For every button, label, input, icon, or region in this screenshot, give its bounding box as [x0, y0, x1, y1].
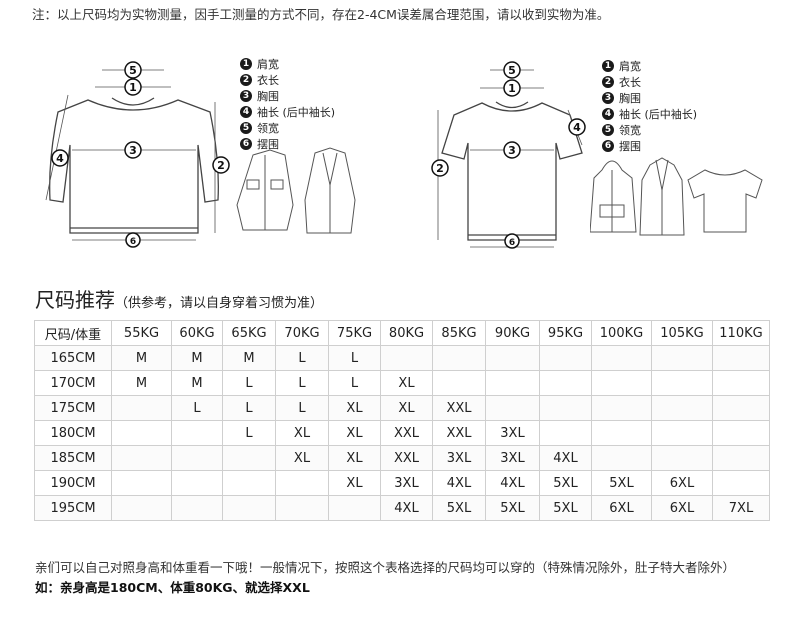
sweater-measurement-diagram: 5 1 3 2 4 6	[45, 61, 230, 248]
size-recommendation-table: 尺码/体重 55KG 60KG 65KG 70KG 75KG 80KG 85KG…	[34, 320, 770, 521]
svg-text:3: 3	[508, 144, 516, 157]
header-cell: 105KG	[651, 320, 713, 346]
measurement-note: 注：以上尺码均为实物测量，因手工测量的方式不同，存在2-4CM误差属合理范围，请…	[32, 7, 610, 22]
header-cell: 110KG	[712, 320, 770, 346]
header-cell: 70KG	[275, 320, 329, 346]
header-cell: 75KG	[328, 320, 381, 346]
header-cell: 80KG	[380, 320, 433, 346]
header-cell: 85KG	[432, 320, 486, 346]
svg-text:3: 3	[129, 144, 137, 157]
tshirt-measurement-diagram: 5 1 3 2 4 6	[431, 61, 586, 249]
header-cell: 55KG	[111, 320, 172, 346]
size-recommendation-title: 尺码推荐（供参考，请以自身穿着习惯为准）	[35, 284, 323, 313]
svg-text:4: 4	[573, 121, 581, 134]
svg-text:5: 5	[508, 64, 516, 77]
svg-text:4: 4	[56, 152, 64, 165]
svg-text:5: 5	[129, 64, 137, 77]
footer-example: 如：亲身高是180CM、体重80KG、就选择XXL	[35, 580, 310, 595]
header-cell: 60KG	[171, 320, 223, 346]
jacket-illustrations	[236, 147, 356, 234]
hoodie-cardigan-tee-illustrations	[590, 157, 763, 236]
header-cell: 100KG	[591, 320, 652, 346]
header-cell: 90KG	[485, 320, 540, 346]
table-header-row: 尺码/体重 55KG 60KG 65KG 70KG 75KG 80KG 85KG…	[34, 320, 770, 346]
title-main: 尺码推荐	[35, 288, 115, 312]
svg-text:6: 6	[509, 238, 515, 248]
title-sub: （供参考，请以自身穿着习惯为准）	[115, 296, 324, 311]
svg-text:1: 1	[129, 81, 137, 94]
header-cell: 尺码/体重	[34, 320, 112, 346]
header-cell: 65KG	[222, 320, 276, 346]
svg-text:6: 6	[130, 237, 136, 247]
footer-guidance: 亲们可以自己对照身高和体重看一下哦！一般情况下，按照这个表格选择的尺码均可以穿的…	[35, 560, 736, 575]
svg-text:2: 2	[217, 159, 225, 172]
svg-text:2: 2	[436, 162, 444, 175]
header-cell: 95KG	[539, 320, 592, 346]
svg-text:1: 1	[508, 82, 516, 95]
